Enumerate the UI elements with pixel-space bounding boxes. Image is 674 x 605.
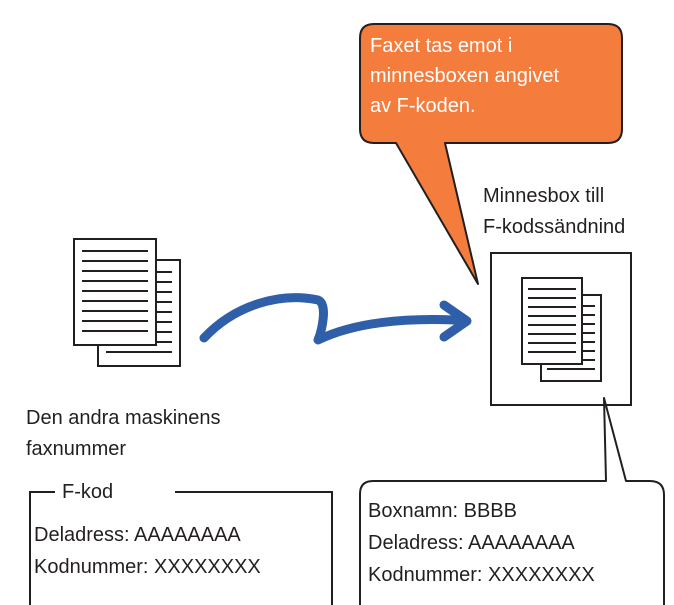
callout-line-3: av F-koden.: [370, 95, 476, 117]
fax-transmission-arrow: [199, 293, 472, 345]
memory-box-label-line-1: Minnesbox till: [483, 185, 605, 207]
fcode-row-deladress: Deladress: AAAAAAAA: [34, 524, 241, 546]
box-info-row-boxnamn: Boxnamn: BBBB: [368, 500, 517, 522]
box-info-row-kodnummer: Kodnummer: XXXXXXXX: [368, 564, 595, 586]
sender-documents-icon: [73, 238, 181, 367]
memory-box-label-line-2: F-kodssändnind: [483, 216, 626, 238]
sender-label-line-2: faxnummer: [26, 438, 127, 460]
fcode-legend: F-kod: [62, 481, 114, 503]
callout-line-2: minnesboxen angivet: [370, 65, 560, 87]
fcode-row-kodnummer: Kodnummer: XXXXXXXX: [34, 556, 261, 578]
sender-label-line-1: Den andra maskinens: [26, 407, 221, 429]
callout-bubble: [359, 23, 623, 285]
fcode-panel-frame: [29, 491, 333, 605]
box-info-row-deladress: Deladress: AAAAAAAA: [368, 532, 575, 554]
callout-line-1: Faxet tas emot i: [370, 35, 513, 57]
box-info-bubble: [359, 397, 665, 605]
received-documents-icon: [521, 277, 602, 382]
